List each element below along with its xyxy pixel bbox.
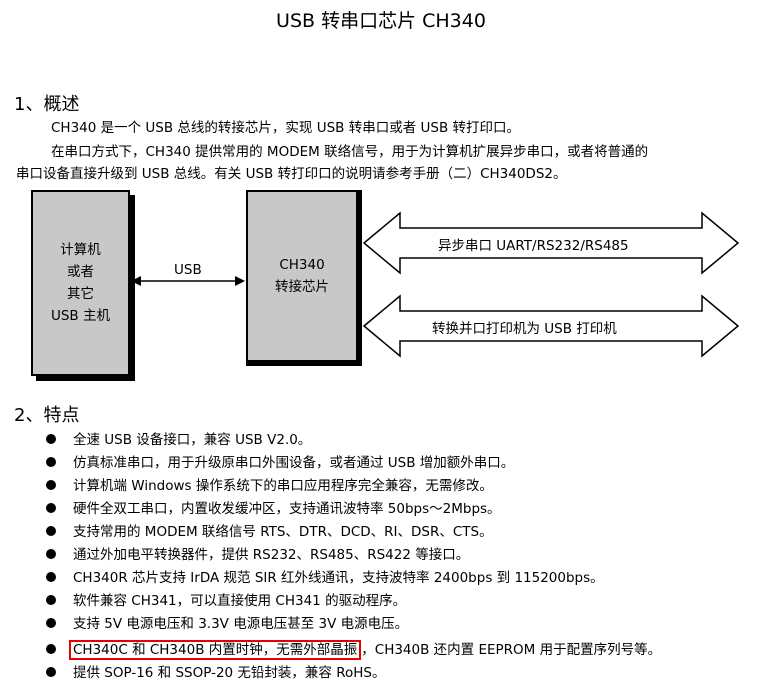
section-heading-overview: 1、概述 bbox=[14, 94, 80, 115]
bullet-icon bbox=[46, 457, 56, 467]
usb-link-label: USB bbox=[174, 262, 202, 278]
bullet-icon bbox=[46, 572, 56, 582]
overview-paragraph-1: CH340 是一个 USB 总线的转接芯片，实现 USB 转串口或者 USB 转… bbox=[51, 120, 521, 136]
highlighted-feature-text: CH340C 和 CH340B 内置时钟，无需外部晶振 bbox=[69, 640, 362, 660]
feature-item: 计算机端 Windows 操作系统下的串口应用程序完全兼容，无需修改。 bbox=[46, 475, 493, 498]
chip-line: CH340 bbox=[279, 257, 325, 273]
host-line: 或者 bbox=[67, 264, 94, 280]
feature-item: 仿真标准串口，用于升级原串口外围设备，或者通过 USB 增加额外串口。 bbox=[46, 452, 514, 475]
printer-block-arrow bbox=[362, 294, 740, 358]
bullet-icon bbox=[46, 526, 56, 536]
overview-paragraph-2-line-1: 在串口方式下，CH340 提供常用的 MODEM 联络信号，用于为计算机扩展异步… bbox=[51, 144, 649, 160]
feature-text: ，CH340B 还内置 EEPROM 用于配置序列号等。 bbox=[361, 642, 662, 658]
feature-text: 仿真标准串口，用于升级原串口外围设备，或者通过 USB 增加额外串口。 bbox=[73, 455, 515, 471]
feature-item: CH340C 和 CH340B 内置时钟，无需外部晶振，CH340B 还内置 E… bbox=[46, 639, 661, 662]
host-line: 计算机 bbox=[60, 242, 101, 258]
feature-text: 软件兼容 CH341，可以直接使用 CH341 的驱动程序。 bbox=[73, 593, 407, 609]
feature-text: 全速 USB 设备接口，兼容 USB V2.0。 bbox=[73, 432, 312, 448]
page-title: USB 转串口芯片 CH340 bbox=[276, 10, 486, 32]
bullet-icon bbox=[46, 480, 56, 490]
feature-text: 计算机端 Windows 操作系统下的串口应用程序完全兼容，无需修改。 bbox=[73, 478, 493, 494]
bullet-icon bbox=[46, 618, 56, 628]
feature-text: 提供 SOP-16 和 SSOP-20 无铅封装，兼容 RoHS。 bbox=[73, 665, 386, 681]
usb-host-box: 计算机 或者 其它 USB 主机 bbox=[31, 190, 130, 376]
bullet-icon bbox=[46, 644, 56, 654]
feature-text: 硬件全双工串口，内置收发缓冲区，支持通讯波特率 50bps～2Mbps。 bbox=[73, 501, 501, 517]
feature-item: CH340R 芯片支持 IrDA 规范 SIR 红外线通讯，支持波特率 2400… bbox=[46, 567, 604, 590]
bullet-icon bbox=[46, 434, 56, 444]
section-heading-features: 2、特点 bbox=[14, 405, 80, 426]
feature-item: 支持常用的 MODEM 联络信号 RTS、DTR、DCD、RI、DSR、CTS。 bbox=[46, 521, 493, 544]
feature-text: CH340R 芯片支持 IrDA 规范 SIR 红外线通讯，支持波特率 2400… bbox=[73, 570, 604, 586]
bullet-icon bbox=[46, 595, 56, 605]
feature-item: 软件兼容 CH341，可以直接使用 CH341 的驱动程序。 bbox=[46, 590, 406, 613]
uart-label: 异步串口 UART/RS232/RS485 bbox=[438, 238, 629, 254]
usb-link-arrow bbox=[131, 276, 245, 286]
feature-item: 支持 5V 电源电压和 3.3V 电源电压甚至 3V 电源电压。 bbox=[46, 613, 408, 636]
uart-block-arrow bbox=[362, 211, 740, 275]
bullet-icon bbox=[46, 503, 56, 513]
feature-item: 全速 USB 设备接口，兼容 USB V2.0。 bbox=[46, 429, 311, 452]
feature-text: 支持常用的 MODEM 联络信号 RTS、DTR、DCD、RI、DSR、CTS。 bbox=[73, 524, 493, 540]
host-line: 其它 bbox=[67, 286, 94, 302]
feature-item: 提供 SOP-16 和 SSOP-20 无铅封装，兼容 RoHS。 bbox=[46, 662, 385, 685]
feature-item: 硬件全双工串口，内置收发缓冲区，支持通讯波特率 50bps～2Mbps。 bbox=[46, 498, 501, 521]
overview-paragraph-2-line-2: 串口设备直接升级到 USB 总线。有关 USB 转打印口的说明请参考手册（二）C… bbox=[16, 166, 567, 182]
host-line: USB 主机 bbox=[50, 308, 110, 324]
bullet-icon bbox=[46, 549, 56, 559]
printer-label: 转换并口打印机为 USB 打印机 bbox=[432, 321, 617, 337]
chip-line: 转接芯片 bbox=[275, 279, 329, 295]
feature-text: 支持 5V 电源电压和 3.3V 电源电压甚至 3V 电源电压。 bbox=[73, 616, 409, 632]
feature-item: 通过外加电平转换器件，提供 RS232、RS485、RS422 等接口。 bbox=[46, 544, 469, 567]
bullet-icon bbox=[46, 667, 56, 677]
feature-text: 通过外加电平转换器件，提供 RS232、RS485、RS422 等接口。 bbox=[73, 547, 470, 563]
ch340-chip-box: CH340 转接芯片 bbox=[246, 190, 362, 366]
